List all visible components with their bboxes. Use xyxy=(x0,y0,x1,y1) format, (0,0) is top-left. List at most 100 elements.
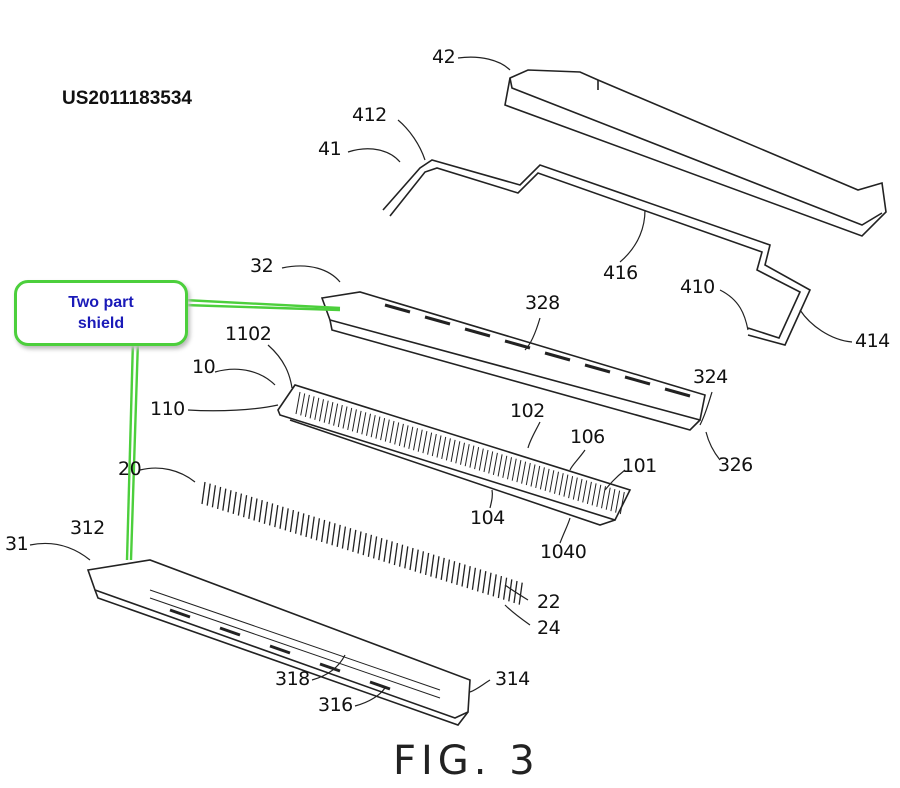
shield-slot xyxy=(370,682,390,689)
housing-tooth xyxy=(545,469,549,491)
housing-tooth xyxy=(479,449,483,471)
ref-22: 22 xyxy=(537,591,560,613)
ref-1102: 1102 xyxy=(225,323,271,345)
terminal xyxy=(233,492,236,514)
shield-slot xyxy=(220,628,240,635)
terminal xyxy=(509,579,512,601)
terminal xyxy=(332,523,335,545)
housing-tooth xyxy=(564,475,568,497)
housing-tooth xyxy=(526,463,530,485)
ref-32: 32 xyxy=(250,255,273,277)
housing-tooth xyxy=(555,472,559,494)
housing-tooth xyxy=(395,422,399,444)
terminal xyxy=(244,495,247,517)
terminal xyxy=(202,482,205,504)
housing-tooth xyxy=(348,408,352,430)
housing-tooth xyxy=(371,415,375,437)
housing-tooth xyxy=(418,430,422,452)
terminal xyxy=(316,518,319,540)
terminal xyxy=(238,494,241,516)
terminal xyxy=(483,571,486,593)
ref-326: 326 xyxy=(718,454,753,476)
housing-tooth xyxy=(573,478,577,500)
housing-tooth xyxy=(616,491,620,513)
terminal xyxy=(379,538,382,560)
terminal xyxy=(415,550,418,572)
callout-two-part-shield: Two partshield xyxy=(14,280,188,346)
terminal xyxy=(467,566,470,588)
housing-tooth xyxy=(296,392,300,414)
terminal xyxy=(342,527,345,549)
terminal xyxy=(296,512,299,534)
terminal xyxy=(420,551,423,573)
ref-312: 312 xyxy=(70,517,105,539)
terminal xyxy=(462,565,465,587)
ref-410: 410 xyxy=(680,276,715,298)
part-20-terminals xyxy=(202,482,522,605)
ref-102: 102 xyxy=(510,400,545,422)
terminal xyxy=(353,530,356,552)
terminal xyxy=(275,505,278,527)
housing-tooth xyxy=(583,480,587,502)
terminal xyxy=(207,484,210,506)
terminal xyxy=(405,546,408,568)
terminal xyxy=(374,536,377,558)
housing-tooth xyxy=(512,459,516,481)
terminal xyxy=(363,533,366,555)
part-10-housing xyxy=(278,385,630,525)
housing-tooth xyxy=(442,437,446,459)
housing-tooth xyxy=(559,473,563,495)
ref-20: 20 xyxy=(118,458,141,480)
housing-tooth xyxy=(517,460,521,482)
terminal xyxy=(270,503,273,525)
ref-328: 328 xyxy=(525,292,560,314)
housing-tooth xyxy=(320,399,324,421)
housing-tooth xyxy=(531,465,535,487)
housing-tooth xyxy=(343,407,347,429)
terminal xyxy=(368,535,371,557)
housing-tooth xyxy=(338,405,342,427)
terminal xyxy=(504,578,507,600)
terminal xyxy=(452,561,455,583)
terminal xyxy=(264,502,267,524)
terminal xyxy=(348,528,351,550)
housing-tooth xyxy=(381,418,385,440)
housing-tooth xyxy=(465,444,469,466)
housing-tooth xyxy=(376,417,380,439)
housing-tooth xyxy=(493,453,497,475)
terminal xyxy=(498,576,501,598)
terminal xyxy=(290,510,293,532)
terminal xyxy=(254,499,257,521)
housing-tooth xyxy=(414,428,418,450)
terminal xyxy=(358,532,361,554)
ref-316: 316 xyxy=(318,694,353,716)
ref-318: 318 xyxy=(275,668,310,690)
housing-tooth xyxy=(451,440,455,462)
shield-slot xyxy=(320,664,340,671)
ref-1040: 1040 xyxy=(540,541,586,563)
terminal xyxy=(389,541,392,563)
housing-tooth xyxy=(310,396,314,418)
ref-414: 414 xyxy=(855,330,890,352)
terminal xyxy=(410,548,413,570)
housing-tooth xyxy=(456,441,460,463)
housing-tooth xyxy=(569,476,573,498)
housing-tooth xyxy=(423,431,427,453)
terminal xyxy=(441,558,444,580)
terminal xyxy=(301,513,304,535)
housing-teeth xyxy=(296,392,624,514)
housing-tooth xyxy=(305,395,309,417)
figure-label: FIG. 3 xyxy=(393,738,540,784)
housing-tooth xyxy=(428,433,432,455)
housing-tooth xyxy=(329,402,333,424)
ref-101: 101 xyxy=(622,455,657,477)
housing-tooth xyxy=(324,401,328,423)
housing-tooth xyxy=(390,421,394,443)
callout-line-1: Two part xyxy=(68,294,133,311)
ref-412: 412 xyxy=(352,104,387,126)
housing-tooth xyxy=(540,467,544,489)
housing-tooth xyxy=(362,412,366,434)
ref-104: 104 xyxy=(470,507,505,529)
housing-tooth xyxy=(301,393,305,415)
